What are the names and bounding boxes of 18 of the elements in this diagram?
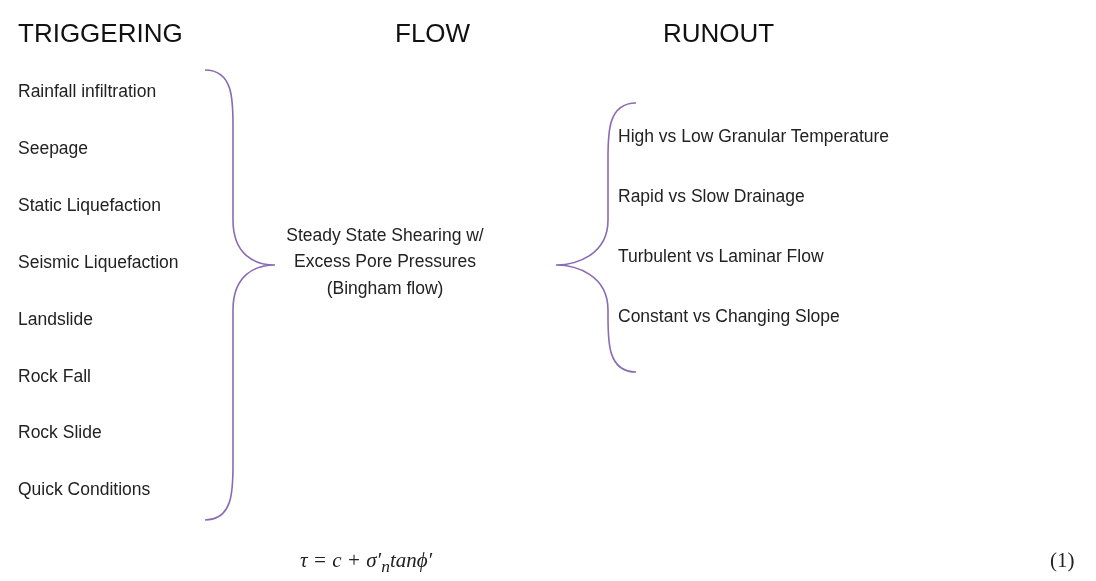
trigger-item: Static Liquefaction [18,195,161,216]
runout-item: Turbulent vs Laminar Flow [618,246,824,267]
column-heading: RUNOUT [663,18,775,50]
equation-number: (1) [1050,548,1075,574]
column-heading: TRIGGERING [18,18,183,50]
equation: τ = c + σ′$_{n}$tanϕ′ [300,548,433,578]
flow-description: Steady State Shearing w/ Excess Pore Pressures (Bingham flow) [285,224,485,300]
runout-item: Rapid vs Slow Drainage [618,186,805,207]
trigger-item: Rainfall infiltration [18,81,157,102]
trigger-item: Seismic Liquefaction [18,252,179,273]
trigger-item: Seepage [18,138,89,159]
trigger-item: Rock Slide [18,422,102,443]
trigger-item: Rock Fall [18,366,91,387]
runout-item: High vs Low Granular Temperature [618,126,890,147]
trigger-item: Quick Conditions [18,479,151,500]
trigger-item: Landslide [18,309,93,330]
column-heading: FLOW [395,18,471,50]
runout-item: Constant vs Changing Slope [618,306,840,327]
